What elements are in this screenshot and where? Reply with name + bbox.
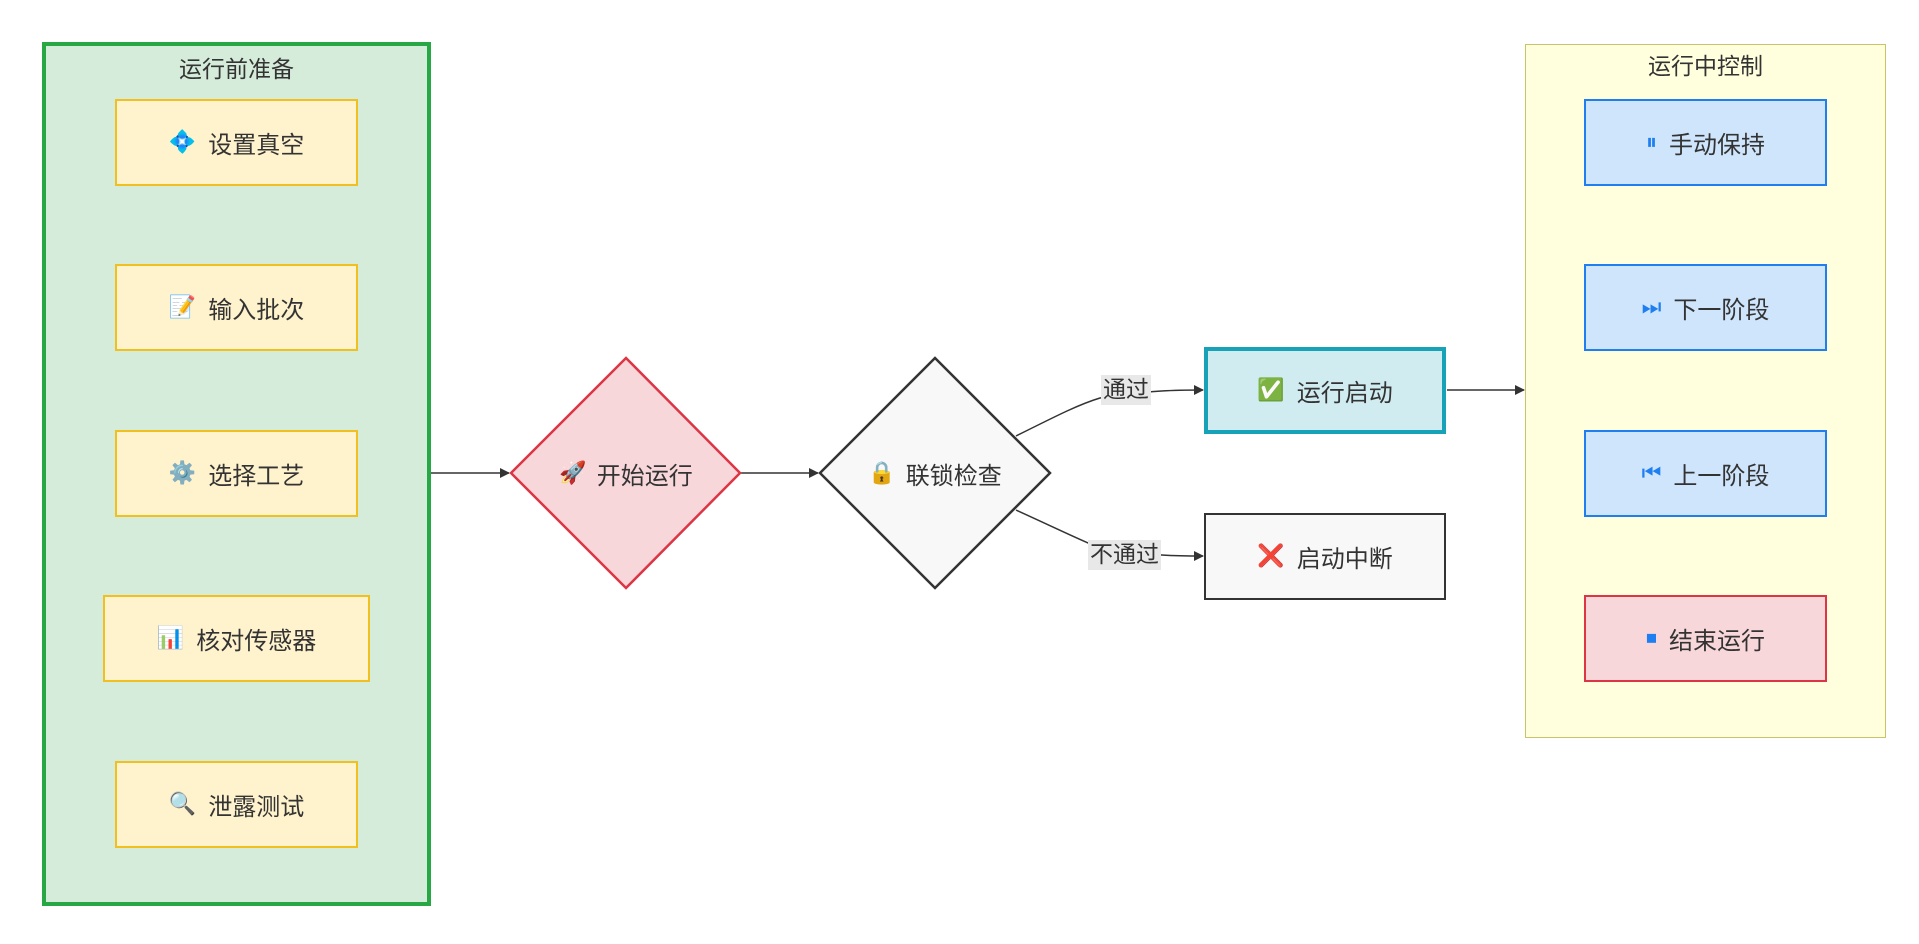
leak-test-node[interactable]: 🔍 泄露测试 <box>115 761 358 848</box>
interlock-diamond[interactable] <box>818 356 1052 590</box>
leak-test-label: 泄露测试 <box>208 793 305 821</box>
enter-batch-node[interactable]: 📝 输入批次 <box>115 264 358 351</box>
running-control-group-title: 运行中控制 <box>1648 54 1763 80</box>
bar-chart-icon: 📊 <box>156 626 185 651</box>
select-process-node[interactable]: ⚙️ 选择工艺 <box>115 430 358 517</box>
next-track-icon: ⏭ <box>1641 295 1662 320</box>
start-diamond[interactable] <box>509 356 742 590</box>
memo-icon: 📝 <box>168 295 197 320</box>
start-aborted-label: 启动中断 <box>1296 545 1393 573</box>
run-started-node[interactable]: ✅ 运行启动 <box>1204 347 1446 434</box>
pre-run-group-title: 运行前准备 <box>179 57 294 83</box>
next-stage-node[interactable]: ⏭ 下一阶段 <box>1584 264 1827 351</box>
start-run-label: 开始运行 <box>596 461 693 490</box>
previous-track-icon: ⏮ <box>1641 461 1662 486</box>
interlock-label-wrap: 🔒 联锁检查 <box>835 453 1035 493</box>
interlock-label: 联锁检查 <box>905 461 1002 490</box>
edge-interlock-pass <box>1015 385 1204 437</box>
previous-stage-node[interactable]: ⏮ 上一阶段 <box>1584 430 1827 517</box>
run-started-label: 运行启动 <box>1296 379 1393 407</box>
lock-icon: 🔒 <box>868 460 896 486</box>
edge-label-fail: 不通过 <box>1088 540 1161 570</box>
manual-hold-label: 手动保持 <box>1669 131 1765 159</box>
cross-mark-icon: ❌ <box>1257 544 1285 569</box>
end-run-node[interactable]: ⏹ 结束运行 <box>1584 595 1827 682</box>
set-vacuum-label: 设置真空 <box>208 131 305 159</box>
sparkle-gem-icon: 💠 <box>168 130 197 155</box>
magnifier-icon: 🔍 <box>168 792 197 817</box>
check-sensors-node[interactable]: 📊 核对传感器 <box>103 595 370 682</box>
end-run-label: 结束运行 <box>1669 627 1765 655</box>
gear-icon: ⚙️ <box>168 461 197 486</box>
enter-batch-label: 输入批次 <box>208 296 305 324</box>
start-aborted-node[interactable]: ❌ 启动中断 <box>1204 513 1446 600</box>
previous-stage-label: 上一阶段 <box>1673 462 1770 490</box>
start-run-label-wrap: 🚀 开始运行 <box>526 453 726 493</box>
stop-icon: ⏹ <box>1645 626 1657 651</box>
set-vacuum-node[interactable]: 💠 设置真空 <box>115 99 358 186</box>
manual-hold-node[interactable]: ⏸ 手动保持 <box>1584 99 1827 186</box>
check-sensors-label: 核对传感器 <box>196 627 317 655</box>
select-process-label: 选择工艺 <box>208 462 305 490</box>
rocket-icon: 🚀 <box>559 460 587 486</box>
edge-label-pass: 通过 <box>1101 375 1151 405</box>
check-mark-icon: ✅ <box>1257 378 1285 403</box>
next-stage-label: 下一阶段 <box>1673 296 1770 324</box>
pause-icon: ⏸ <box>1645 130 1657 155</box>
